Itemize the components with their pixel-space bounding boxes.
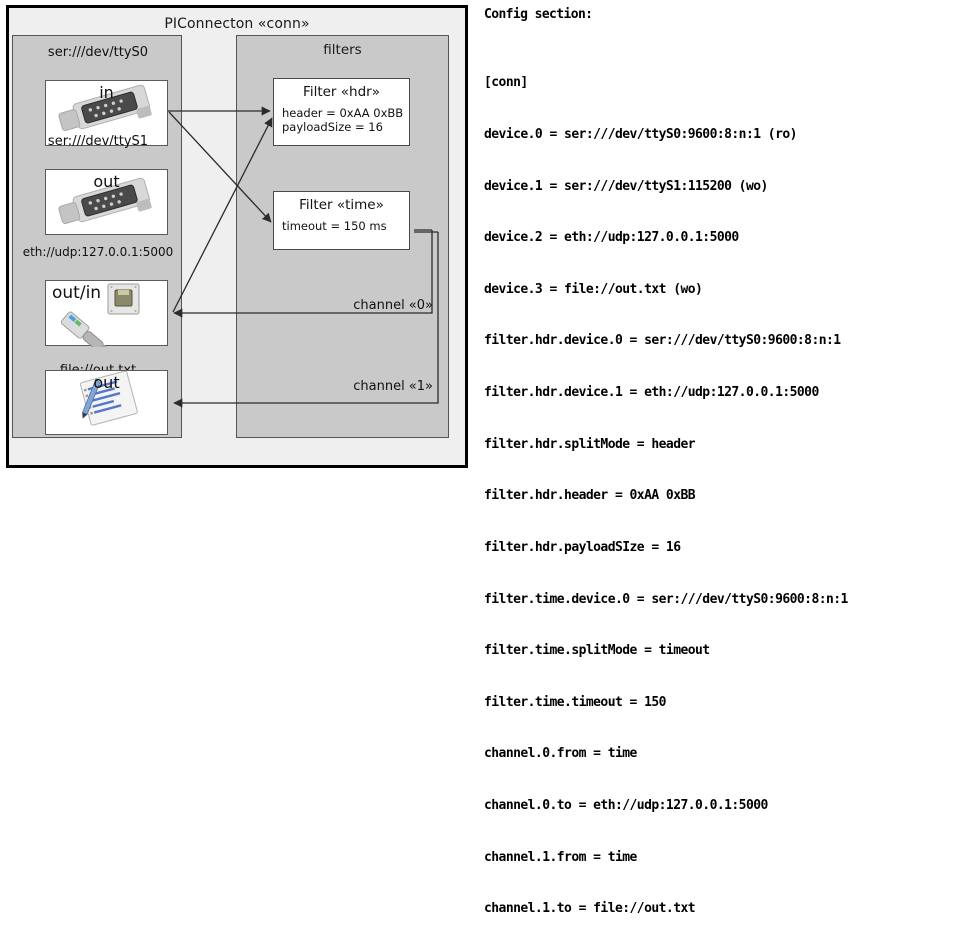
config-line: filter.time.device.0 = ser:///dev/ttyS0:… (484, 591, 848, 607)
config-line: channel.1.from = time (484, 849, 637, 865)
device-io-file: out (93, 373, 120, 392)
config-line: device.2 = eth://udp:127.0.0.1:5000 (484, 230, 739, 246)
filter-attrs-hdr: header = 0xAA 0xBB payloadSize = 16 (282, 106, 403, 134)
channel-label-0: channel «0» (353, 298, 433, 313)
config-line: filter.hdr.header = 0xAA 0xBB (484, 488, 696, 504)
link-channel0 (173, 230, 433, 318)
config-line: filter.hdr.payloadSIze = 16 (484, 539, 681, 555)
device-box-file[interactable]: out (45, 370, 168, 435)
device-io-eth: out/in (52, 283, 102, 303)
serial-port-icon (58, 84, 152, 131)
config-line: filter.hdr.device.0 = ser:///dev/ttyS0:9… (484, 333, 841, 349)
device-label-ttyS0: ser:///dev/ttyS0 (47, 45, 149, 60)
config-line: device.3 = file://out.txt (wo) (484, 281, 703, 297)
connection-diagram: PIConnecton «conn» ser:///dev/ttyS0 in (0, 0, 478, 484)
connector-lines (168, 106, 439, 408)
device-label-ttyS1: ser:///dev/ttyS1 (47, 134, 149, 149)
link-channel1 (173, 232, 439, 408)
link-ttyS0-to-time (168, 111, 272, 223)
channel-label-1: channel «1» (353, 379, 433, 394)
filters-group-title: filters (323, 42, 362, 58)
filter-attr-timeout: timeout = 150 ms (282, 219, 387, 233)
config-line: filter.hdr.splitMode = header (484, 436, 696, 452)
config-line: filter.time.splitMode = timeout (484, 643, 710, 659)
config-heading: Config section: (484, 7, 593, 22)
filter-title-time: Filter «time» (299, 197, 384, 213)
device-io-ttyS1: out (93, 172, 120, 191)
config-line: channel.0.from = time (484, 746, 637, 762)
device-box-ttyS0[interactable]: in (45, 80, 168, 146)
device-io-ttyS0: in (99, 83, 114, 102)
diagram-title: PIConnecton «conn» (164, 16, 310, 32)
filters-group: filters Filter «hdr» header = 0xAA 0xBB … (236, 35, 449, 438)
config-section: Config section: [conn] device.0 = ser://… (484, 0, 964, 916)
filter-title-hdr: Filter «hdr» (303, 84, 380, 100)
config-line: channel.1.to = file://out.txt (484, 901, 696, 917)
text-file-icon (79, 371, 138, 426)
filter-attrs-time: timeout = 150 ms (282, 219, 387, 233)
filter-attr-payloadsize: payloadSize = 16 (282, 120, 383, 134)
device-box-ttyS1[interactable]: out (45, 169, 168, 235)
config-lines: [conn] device.0 = ser:///dev/ttyS0:9600:… (484, 40, 848, 952)
device-box-eth[interactable]: out/in (45, 280, 168, 347)
serial-port-icon (58, 177, 152, 224)
config-line: device.1 = ser:///dev/ttyS1:115200 (wo) (484, 178, 768, 194)
filter-box-time[interactable]: Filter «time» timeout = 150 ms (273, 191, 410, 250)
config-line: filter.time.timeout = 150 (484, 694, 666, 710)
config-line: device.0 = ser:///dev/ttyS0:9600:8:n:1 (… (484, 127, 797, 143)
device-label-eth: eth://udp:127.0.0.1:5000 (22, 245, 174, 259)
config-line: [conn] (484, 75, 528, 91)
link-eth-to-hdr (172, 117, 273, 313)
config-line: filter.hdr.device.1 = eth://udp:127.0.0.… (484, 385, 819, 401)
config-line: channel.0.to = eth://udp:127.0.0.1:5000 (484, 797, 768, 813)
filter-box-hdr[interactable]: Filter «hdr» header = 0xAA 0xBB payloadS… (273, 78, 410, 146)
ethernet-jack-icon (60, 283, 140, 347)
filter-attr-header: header = 0xAA 0xBB (282, 106, 404, 120)
devices-group: ser:///dev/ttyS0 in ser:///dev/ttyS1 (12, 35, 182, 438)
